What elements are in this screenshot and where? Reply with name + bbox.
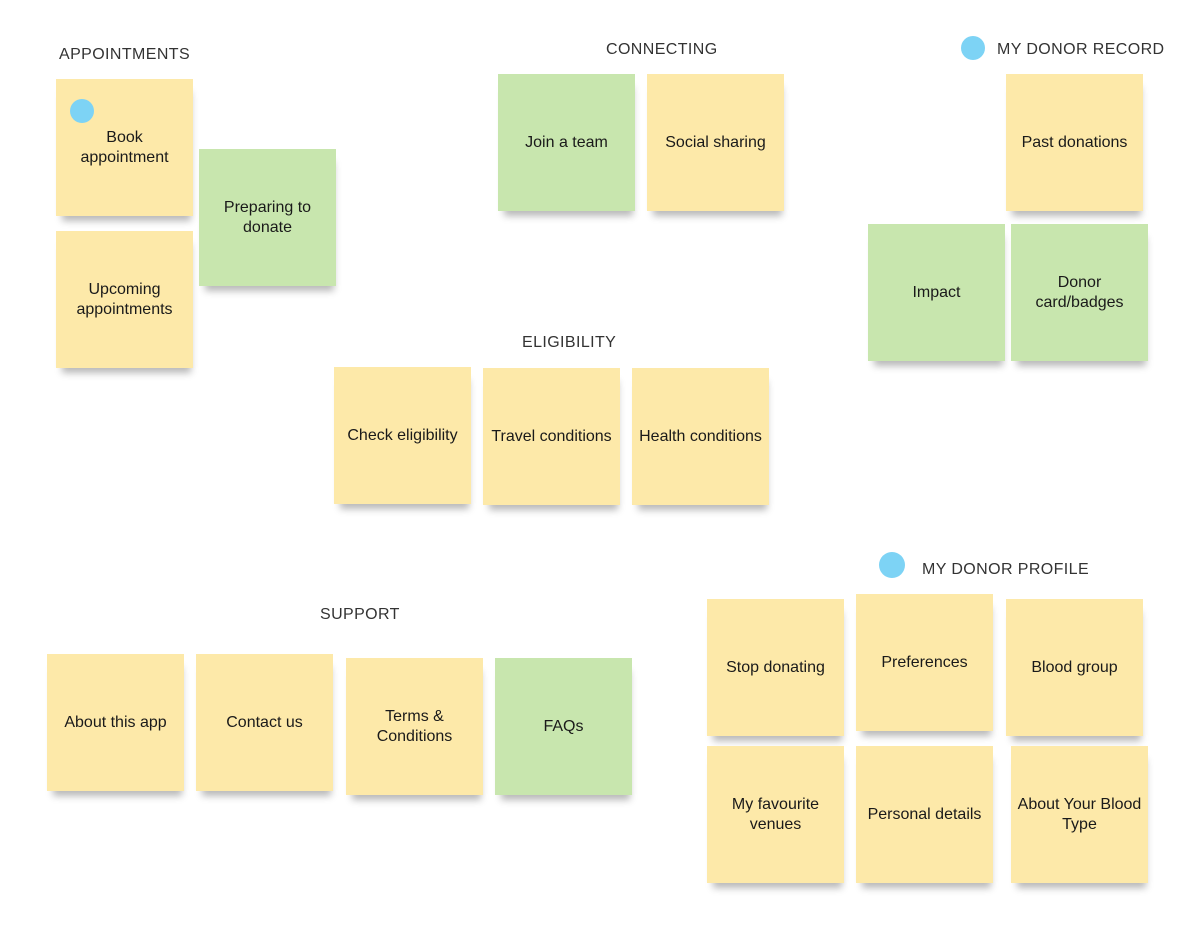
note-about-your-blood-type[interactable]: About Your Blood Type xyxy=(1011,746,1148,883)
note-label: About Your Blood Type xyxy=(1017,795,1142,833)
marker-dot-icon xyxy=(879,552,905,578)
note-label: Past donations xyxy=(1021,133,1128,151)
note-label: Stop donating xyxy=(726,658,825,676)
note-past-donations[interactable]: Past donations xyxy=(1006,74,1143,211)
note-faqs[interactable]: FAQs xyxy=(495,658,632,795)
note-join-a-team[interactable]: Join a team xyxy=(498,74,635,211)
note-label: Social sharing xyxy=(665,133,766,151)
note-donor-card-badges[interactable]: Donor card/badges xyxy=(1011,224,1148,361)
note-social-sharing[interactable]: Social sharing xyxy=(647,74,784,211)
note-check-eligibility[interactable]: Check eligibility xyxy=(334,367,471,504)
note-blood-group[interactable]: Blood group xyxy=(1006,599,1143,736)
note-preparing-to-donate[interactable]: Preparing to donate xyxy=(199,149,336,286)
group-title-eligibility: ELIGIBILITY xyxy=(522,334,617,351)
note-impact[interactable]: Impact xyxy=(868,224,1005,361)
note-label: Personal details xyxy=(867,805,982,823)
note-personal-details[interactable]: Personal details xyxy=(856,746,993,883)
note-label: FAQs xyxy=(543,717,584,735)
note-label: Book appointment xyxy=(80,128,169,166)
note-label: Impact xyxy=(912,283,961,301)
note-contact-us[interactable]: Contact us xyxy=(196,654,333,791)
group-title-connecting: CONNECTING xyxy=(606,41,718,58)
note-travel-conditions[interactable]: Travel conditions xyxy=(483,368,620,505)
note-health-conditions[interactable]: Health conditions xyxy=(632,368,769,505)
note-label: Join a team xyxy=(525,133,608,151)
note-terms-conditions[interactable]: Terms & Conditions xyxy=(346,658,483,795)
note-my-favourite-venues[interactable]: My favourite venues xyxy=(707,746,844,883)
note-about-this-app[interactable]: About this app xyxy=(47,654,184,791)
note-label: Check eligibility xyxy=(347,426,458,444)
note-label: Donor card/badges xyxy=(1035,273,1124,311)
marker-dot-icon xyxy=(961,36,985,60)
group-title-support: SUPPORT xyxy=(320,606,400,623)
note-label: Preferences xyxy=(881,653,968,671)
note-label: Terms & Conditions xyxy=(376,707,453,745)
note-label: Upcoming appointments xyxy=(76,280,173,318)
marker-dot-icon xyxy=(70,99,94,123)
note-upcoming-appointments[interactable]: Upcoming appointments xyxy=(56,231,193,368)
note-label: Contact us xyxy=(226,713,303,731)
note-label: Travel conditions xyxy=(491,427,612,445)
group-title-appointments: APPOINTMENTS xyxy=(59,46,191,63)
group-title-my-donor-record: MY DONOR RECORD xyxy=(997,41,1165,58)
group-title-my-donor-profile: MY DONOR PROFILE xyxy=(922,561,1090,578)
note-label: About this app xyxy=(64,713,167,731)
note-label: Blood group xyxy=(1031,658,1118,676)
note-preferences[interactable]: Preferences xyxy=(856,594,993,731)
note-label: My favourite venues xyxy=(731,795,820,833)
note-label: Preparing to donate xyxy=(223,198,312,236)
note-stop-donating[interactable]: Stop donating xyxy=(707,599,844,736)
note-label: Health conditions xyxy=(639,427,762,445)
